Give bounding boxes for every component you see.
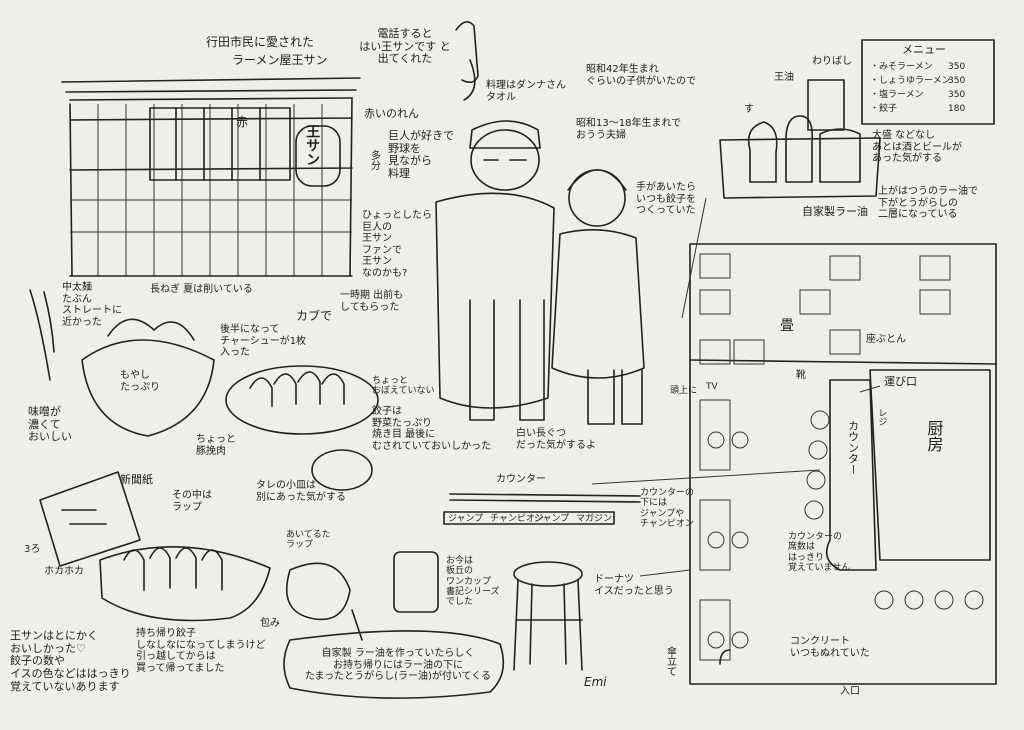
delivery-bubble: カブで (296, 309, 333, 323)
entrance-label: 入口 (840, 686, 860, 697)
plan-shoes: 靴 (796, 370, 806, 381)
plan-counter: カウンター (846, 420, 860, 475)
apron-note: 白い長ぐつ だった気がするよ (516, 428, 596, 451)
plan-tv: TV (706, 382, 718, 392)
plan-register: レジ (876, 408, 887, 426)
menu-heading: メニュー (902, 43, 946, 56)
menu-price-1: 350 (948, 76, 966, 86)
stool-note: ドーナツ イスだったと思う (594, 574, 674, 597)
signature: Emi (584, 675, 607, 689)
plan-kitchen: 厨房 (924, 420, 944, 452)
gyoza-sideplate-note: タレの小皿は 別にあった気がする (256, 480, 346, 503)
ramen-bowl-drawing (29, 289, 215, 437)
couple-drawing (435, 120, 645, 425)
menu-board-outline (861, 39, 995, 125)
menu-item-0: ・みそラーメン (870, 62, 933, 72)
curtain-label: 赤 (236, 115, 249, 129)
under-counter-note: カウンターの 下には ジャンプや チャンピオン (640, 488, 695, 530)
phone-bubble-text: 電話すると はい王サンです と 出てくれた (359, 27, 451, 66)
takeout-newspaper-label: 新聞紙 (120, 473, 153, 486)
gyoza-plate-drawing (225, 365, 379, 435)
cub-label: 一時期 出前も してもらった (340, 290, 404, 313)
wife-note: 手があいたら いつも餃子を つくっていた (636, 182, 696, 216)
ramen-moyashi-note: もやし たっぷり (120, 370, 160, 393)
concrete-note: コンクリート いつもぬれていた (790, 636, 870, 659)
magazine-1: チャンピオン (490, 514, 544, 524)
menu-price-0: 350 (948, 62, 966, 72)
condiment-vinegar: す (744, 104, 754, 115)
menu-item-1: ・しょうゆラーメン (870, 76, 951, 86)
ramen-chashu-note: 後半になって チャーシューが1枚 入った (220, 324, 307, 358)
shop-sign: 王サン (304, 124, 321, 166)
condiment-note: 上がはつうのラー油で 下がとうがらしの 二層になっている (878, 186, 978, 220)
plan-tv-note: 頭上に (670, 386, 698, 396)
note-red-curtain: 赤いのれん (364, 107, 419, 120)
umbrella-note: 傘立て (664, 646, 676, 676)
sauce-dish-drawing (311, 449, 373, 491)
condiment-homemade: 自家製ラー油 (802, 205, 868, 218)
counter-label: カウンター (496, 474, 546, 485)
takeout-lid-wrap: あいてるた ラップ (286, 530, 331, 551)
wrap-ball-drawing (286, 562, 351, 621)
counter-strip-drawing (443, 493, 641, 525)
menu-price-3: 180 (948, 104, 966, 114)
stool-drawing (513, 561, 583, 671)
title-line2: ラーメン屋王サン (232, 53, 328, 67)
menu-extra: 大盛 などなし あとは酒とビールが あった気がする (872, 130, 962, 164)
closing-note: 王サンはとにかく おいしかった♡ 餃子の数や イスの色などははっきり 覚えていな… (10, 629, 131, 693)
takeout-steam: 3ろ (24, 544, 41, 555)
chef-fan-note: ひょっとしたら 巨人の 王サン ファンで 王サン なのかも? (362, 210, 432, 279)
jar-drawing (393, 551, 439, 613)
gyoza-notes: 餃子は 野菜たっぷり 焼き目 最後に むされていておいしかった (372, 406, 492, 452)
magazine-3: マガジン (576, 514, 613, 524)
condiment-tray-drawing (719, 79, 881, 199)
ramen-meat-note: ちょっと 豚挽肉 (196, 434, 236, 457)
seats-note: カウンターの 席数は はっきり 覚えていません (788, 532, 851, 574)
takeout-hot: ホカホカ (44, 566, 84, 577)
title-line1: 行田市民に愛された (206, 35, 315, 49)
condiment-chopsticks: わりばし (812, 56, 852, 67)
phone-handset-icon (455, 21, 479, 84)
takeout-caption: 持ち帰り餃子 しなしなになってしまうけど 引っ越してからは 買って帰ってました (136, 628, 266, 674)
floor-plan-drawing (689, 243, 997, 685)
gyoza-size-note: ちょっと おぼえていない (372, 376, 435, 397)
menu-item-3: ・餃子 (870, 104, 898, 114)
takeout-wrapped: 包み (260, 618, 280, 629)
chef-towel-note: 料理はダンナさん タオル (486, 80, 566, 103)
newspaper-drawing (39, 471, 141, 567)
note-curtain-side: 多分 (368, 150, 380, 170)
couple-note1: 昭和42年生まれ ぐらいの子供がいたので (586, 64, 696, 87)
jar-note: お今は 板丘の ワンカップ 書記シリーズ でした (446, 556, 500, 608)
menu-price-2: 350 (948, 90, 966, 100)
chef-giants-note: 巨人が好きで 野球を 見ながら 料理 (388, 129, 454, 180)
plan-zabuton: 座ぶとん (866, 334, 906, 345)
condiment-chili-oil: 王油 (774, 72, 794, 83)
takeout-wrap-note: その中は ラップ (172, 490, 212, 513)
chili-box-outline (283, 630, 505, 699)
arrow-to-box (351, 609, 363, 641)
ramen-miso-note: 味噌が 濃くて おいしい (28, 405, 72, 444)
plan-tatami: 畳 (780, 318, 794, 334)
menu-item-2: ・塩ラーメン (870, 90, 924, 100)
ramen-negi-note: 長ねぎ 夏は削いている (150, 284, 253, 295)
ramen-noodle-note: 中太麺 たぶん ストレートに 近かった (62, 282, 122, 328)
chili-box-text: 自家製 ラー油を作っていたらしく お持ち帰りにはラー油の下に たまったとうがらし… (304, 648, 492, 682)
takeout-gyoza-drawing (99, 545, 271, 622)
couple-note2: 昭和13～18年生まれで おうう夫婦 (576, 118, 682, 141)
magazine-0: ジャンプ (448, 514, 484, 524)
plan-serving-window: 運び口 (884, 375, 917, 388)
storefront-drawing (61, 77, 361, 277)
magazine-2: ジャンプ (534, 514, 570, 524)
